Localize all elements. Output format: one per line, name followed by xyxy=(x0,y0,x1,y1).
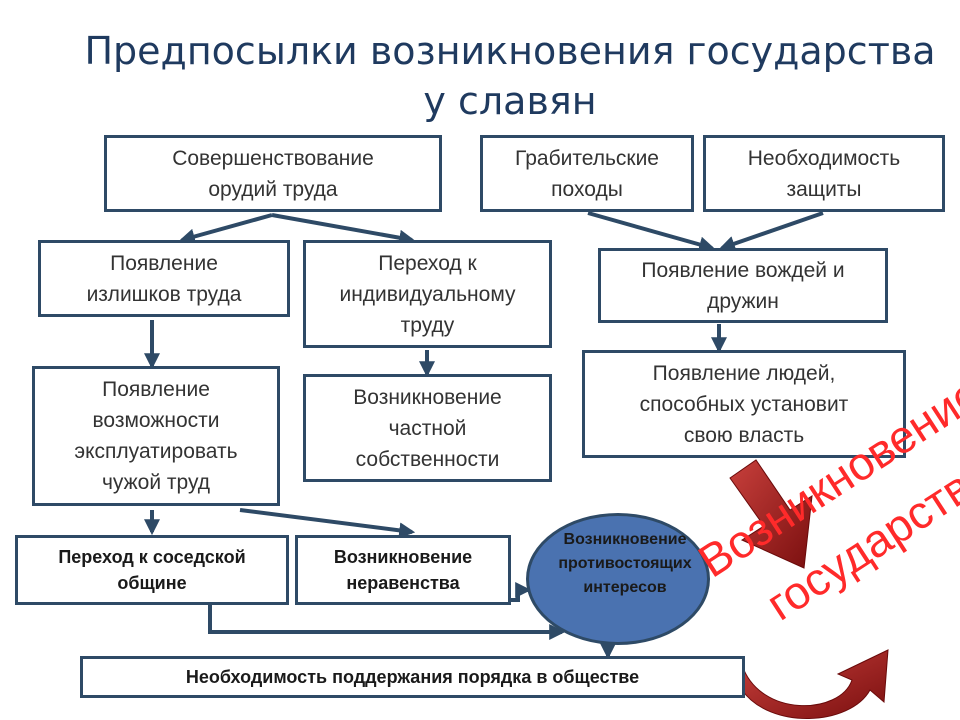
arrow-defense-to-leaders xyxy=(718,211,824,252)
box-individual-line-2: индивидуальному xyxy=(339,282,516,306)
box-exploit-line-2: возможности xyxy=(92,409,220,432)
box-tools-line-1: Совершенствование xyxy=(172,146,374,170)
circle-line-3: интересов xyxy=(583,579,667,596)
box-individual-line-1: Переход к xyxy=(378,251,477,275)
box-order-text: Необходимость поддержания порядка в обще… xyxy=(185,667,640,687)
box-exploit-line-1: Появление xyxy=(102,378,210,401)
box-individual-line-3: труду xyxy=(400,313,455,337)
box-people-line-2: способных установит xyxy=(639,392,849,416)
box-exploit-line-4: чужой труд xyxy=(101,471,211,494)
box-people-power: Появление людей, способных установит сво… xyxy=(582,350,906,458)
box-order-maintenance: Необходимость поддержания порядка в обще… xyxy=(80,656,745,698)
box-tools-improvement: Совершенствование орудий труда xyxy=(104,135,442,212)
arrow-raids-to-leaders xyxy=(587,211,716,253)
circle-opposing-interests-label: Возникновение противостоящих интересов xyxy=(500,528,750,600)
box-community-line-2: общине xyxy=(117,573,187,593)
box-private-property: Возникновение частной собственности xyxy=(303,374,552,482)
box-leaders-line-1: Появление вождей и xyxy=(641,258,845,282)
box-tools-line-2: орудий труда xyxy=(208,177,338,201)
box-surplus: Появление излишков труда xyxy=(38,240,290,317)
box-defense-need: Необходимость защиты xyxy=(703,135,945,212)
box-raids-line-1: Грабительские xyxy=(515,146,659,170)
big-down-arrow-icon xyxy=(729,459,813,569)
box-defense-line-2: защиты xyxy=(786,177,862,201)
box-inequality-line-1: Возникновение xyxy=(333,547,473,567)
box-raids-line-2: походы xyxy=(551,177,623,201)
big-curved-arrow-icon xyxy=(741,649,889,719)
box-property-line-1: Возникновение xyxy=(353,385,502,409)
box-people-line-3: свою власть xyxy=(683,423,805,447)
arrow-exploit-to-inequality xyxy=(239,508,416,539)
box-property-line-3: собственности xyxy=(355,447,500,471)
box-exploitation: Появление возможности эксплуатировать чу… xyxy=(32,366,280,506)
box-neighbor-community: Переход к соседской общине xyxy=(15,535,289,605)
circle-line-2: противостоящих xyxy=(558,555,692,572)
title-line-1: Предпосылки возникновения государства xyxy=(84,29,936,73)
box-inequality: Возникновение неравенства xyxy=(295,535,511,605)
circle-opposing-interests xyxy=(526,513,710,645)
arrow-tools-to-surplus xyxy=(178,213,273,245)
slide-title: Предпосылки возникновения государства у … xyxy=(0,26,960,126)
arrow-community-to-interests xyxy=(208,605,566,640)
box-people-line-1: Появление людей, xyxy=(652,361,836,385)
box-exploit-line-3: эксплуатировать xyxy=(74,440,238,463)
box-leaders-line-2: дружин xyxy=(707,289,779,313)
box-individual-labor: Переход к индивидуальному труду xyxy=(303,240,552,348)
box-leaders: Появление вождей и дружин xyxy=(598,248,888,323)
title-line-2: у славян xyxy=(423,79,597,123)
box-inequality-line-2: неравенства xyxy=(346,573,460,593)
circle-line-1: Возникновение xyxy=(563,531,687,548)
box-property-line-2: частной xyxy=(388,416,467,440)
box-surplus-line-1: Появление xyxy=(110,251,218,275)
box-surplus-line-2: излишков труда xyxy=(86,282,242,306)
box-community-line-1: Переход к соседской xyxy=(58,547,246,567)
arrow-tools-to-individual xyxy=(271,213,416,246)
box-raids: Грабительские походы xyxy=(480,135,694,212)
box-defense-line-1: Необходимость xyxy=(747,146,901,170)
